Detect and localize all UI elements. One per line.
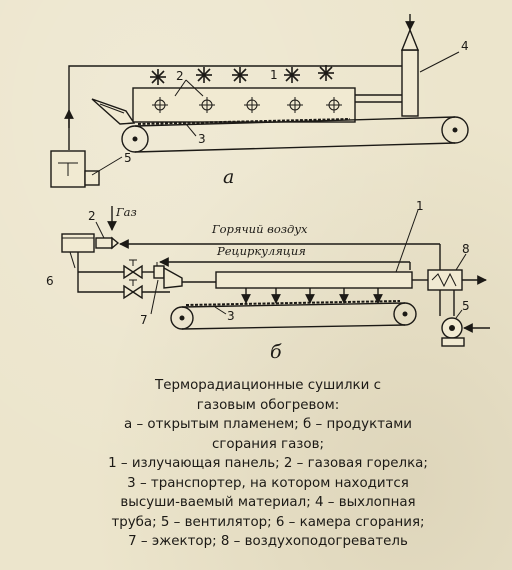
label-6-b: 6 <box>46 274 54 288</box>
gas-label: Газ <box>115 205 137 219</box>
gas-burners-a <box>152 97 342 113</box>
label-5-a: 5 <box>124 151 132 165</box>
gas-inlet-b: Газ <box>107 205 137 231</box>
air-heater-b <box>427 269 487 291</box>
label-3-b: 3 <box>227 309 235 323</box>
diagram-b: Газ Горячий воздух Рециркуляция <box>46 199 490 363</box>
subfigure-letter-a: а <box>223 166 234 188</box>
caption-line: 7 – эжектор; 8 – воздухоподогреватель <box>128 534 408 549</box>
figure-caption: Терморадиационные сушилки с газовым обог… <box>40 376 496 552</box>
caption-line: труба; 5 – вентилятор; 6 – камера сгоран… <box>111 514 425 530</box>
label-8-b: 8 <box>462 242 470 256</box>
ejector-b <box>153 262 216 289</box>
flame-icon <box>284 67 300 83</box>
hot-air-line-b: Горячий воздух <box>119 222 441 290</box>
burner-icon <box>152 97 168 113</box>
open-flames-a <box>150 65 334 85</box>
conveyor-a <box>121 116 469 153</box>
label-2-b: 2 <box>88 209 96 223</box>
caption-line: сгорания газов; <box>211 436 325 452</box>
burner-icon <box>287 97 303 113</box>
caption-line: а – открытым пламенем; б – продуктами <box>123 417 413 432</box>
valve-lower-b <box>123 279 143 300</box>
flame-icon <box>232 67 248 83</box>
caption-line: Терморадиационные сушилки с <box>155 378 381 393</box>
burner-icon <box>199 97 215 113</box>
valve-upper-b <box>123 259 143 280</box>
flame-icon <box>196 67 212 83</box>
radiation-arrows-b <box>241 288 383 304</box>
caption-line: 1 – излучающая панель; 2 – газовая горел… <box>108 456 428 471</box>
label-1-a: 1 <box>270 68 278 82</box>
conveyor-b <box>170 300 417 330</box>
hot-air-label: Горячий воздух <box>211 222 308 236</box>
label-5-b: 5 <box>462 299 470 313</box>
burner-icon <box>244 97 260 113</box>
diagram-a: 2 1 3 4 5 а <box>50 14 469 188</box>
burner-icon <box>326 97 342 113</box>
caption-line: 3 – транспортер, на котором находится <box>127 475 409 491</box>
gas-burner-b <box>95 236 120 250</box>
label-7-b: 7 <box>140 313 148 327</box>
leader-lines-a <box>91 51 460 176</box>
radiant-panel-a <box>132 87 402 123</box>
flame-icon <box>150 69 166 85</box>
feed-hopper-a <box>91 98 136 125</box>
caption-line: газовым обогревом: <box>196 397 340 413</box>
fan-a <box>50 150 100 188</box>
combustion-chamber-b <box>61 233 95 253</box>
label-2-a: 2 <box>176 69 184 83</box>
subfigure-letter-b: б <box>270 341 282 363</box>
recirculation-label: Рециркуляция <box>216 244 306 258</box>
label-4-a: 4 <box>461 39 469 53</box>
label-3-a: 3 <box>198 132 206 146</box>
air-duct-a <box>64 65 404 150</box>
recirculation-line-b: Рециркуляция <box>159 244 411 270</box>
emitter-tube-b <box>215 271 428 289</box>
caption-line: высуши-ваемый материал; 4 – выхлопная <box>120 495 416 510</box>
flame-icon <box>318 65 334 81</box>
label-1-b: 1 <box>416 199 424 213</box>
leader-lines-b <box>69 209 467 319</box>
exhaust-pipe-a <box>400 14 420 117</box>
fan-b <box>439 290 490 347</box>
